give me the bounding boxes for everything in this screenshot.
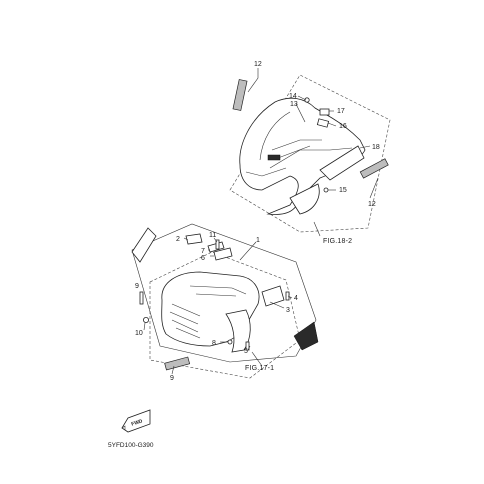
figure-ref-18-2: FIG.18-2	[323, 238, 352, 245]
clip-14	[304, 97, 310, 103]
callout-12-top: 12	[254, 61, 262, 68]
cover-piece-16	[316, 118, 330, 128]
callout-10: 10	[135, 330, 143, 337]
reflector-9	[164, 356, 191, 371]
side-guard-right	[225, 309, 251, 353]
bolt-9-upper	[139, 291, 144, 305]
figure-ref-17-1: FIG.17-1	[245, 365, 274, 372]
callout-3: 3	[286, 307, 290, 314]
front-fender-grille	[169, 303, 201, 339]
leader-18	[359, 145, 371, 149]
callout-9-upper: 9	[135, 283, 139, 290]
reflector-right	[359, 158, 389, 179]
leader-3	[269, 301, 285, 309]
callout-13: 13	[290, 101, 298, 108]
leader-13	[295, 103, 306, 123]
leader-fig17	[251, 351, 263, 367]
grommet-10	[142, 316, 149, 323]
callout-4: 4	[294, 295, 298, 302]
callout-18: 18	[372, 144, 380, 151]
seal-piece-17	[319, 108, 330, 116]
bolt-11	[215, 239, 220, 250]
callout-15: 15	[339, 187, 347, 194]
callout-6: 6	[201, 255, 205, 262]
screw-15	[323, 187, 329, 193]
leader-14	[297, 95, 307, 101]
bracket-6	[213, 247, 233, 261]
bolt-4	[285, 291, 290, 301]
callout-1: 1	[256, 237, 260, 244]
leader-9	[171, 365, 175, 375]
leader-12-right	[369, 177, 379, 199]
leader-1	[239, 241, 257, 261]
leader-4	[287, 295, 293, 299]
leader-5	[247, 345, 251, 351]
plate-2	[185, 233, 203, 245]
callout-12-right: 12	[368, 201, 376, 208]
rear-fender-lower-flap	[289, 183, 320, 215]
forward-arrow-icon: FWD	[121, 409, 151, 433]
bolt-5	[245, 341, 250, 351]
leader-fig18	[313, 221, 321, 237]
decal-left	[131, 227, 157, 263]
leader-2	[183, 237, 189, 241]
leader-16	[327, 122, 337, 127]
callout-16: 16	[339, 123, 347, 130]
lamp-bracket	[267, 154, 281, 161]
side-reflector-right	[293, 321, 319, 351]
rear-fender-assembly	[229, 68, 391, 237]
rear-fender-group-boundary	[229, 74, 391, 233]
diagram-code: 5YFD100-G390	[108, 442, 154, 449]
callout-8: 8	[212, 340, 216, 347]
rear-fender-inner-edge	[259, 111, 353, 169]
leader-12-top	[247, 68, 259, 93]
rear-fender-rack-lines	[245, 139, 322, 177]
callout-5: 5	[244, 348, 248, 355]
callout-14: 14	[289, 93, 297, 100]
callout-2: 2	[176, 236, 180, 243]
forward-arrow-label: FWD	[131, 418, 144, 427]
decal-right	[261, 285, 285, 307]
callout-11: 11	[209, 232, 216, 239]
callout-9-lower: 9	[170, 375, 174, 382]
callout-7: 7	[201, 248, 205, 255]
front-fender-assembly	[131, 223, 319, 379]
reflector-top	[232, 79, 248, 111]
screw-8	[227, 339, 233, 345]
callout-17: 17	[337, 108, 345, 115]
leader-11	[213, 237, 218, 243]
rear-fender-right-flap	[319, 145, 365, 181]
front-fender-rack	[189, 285, 247, 297]
leader-10	[143, 322, 146, 331]
